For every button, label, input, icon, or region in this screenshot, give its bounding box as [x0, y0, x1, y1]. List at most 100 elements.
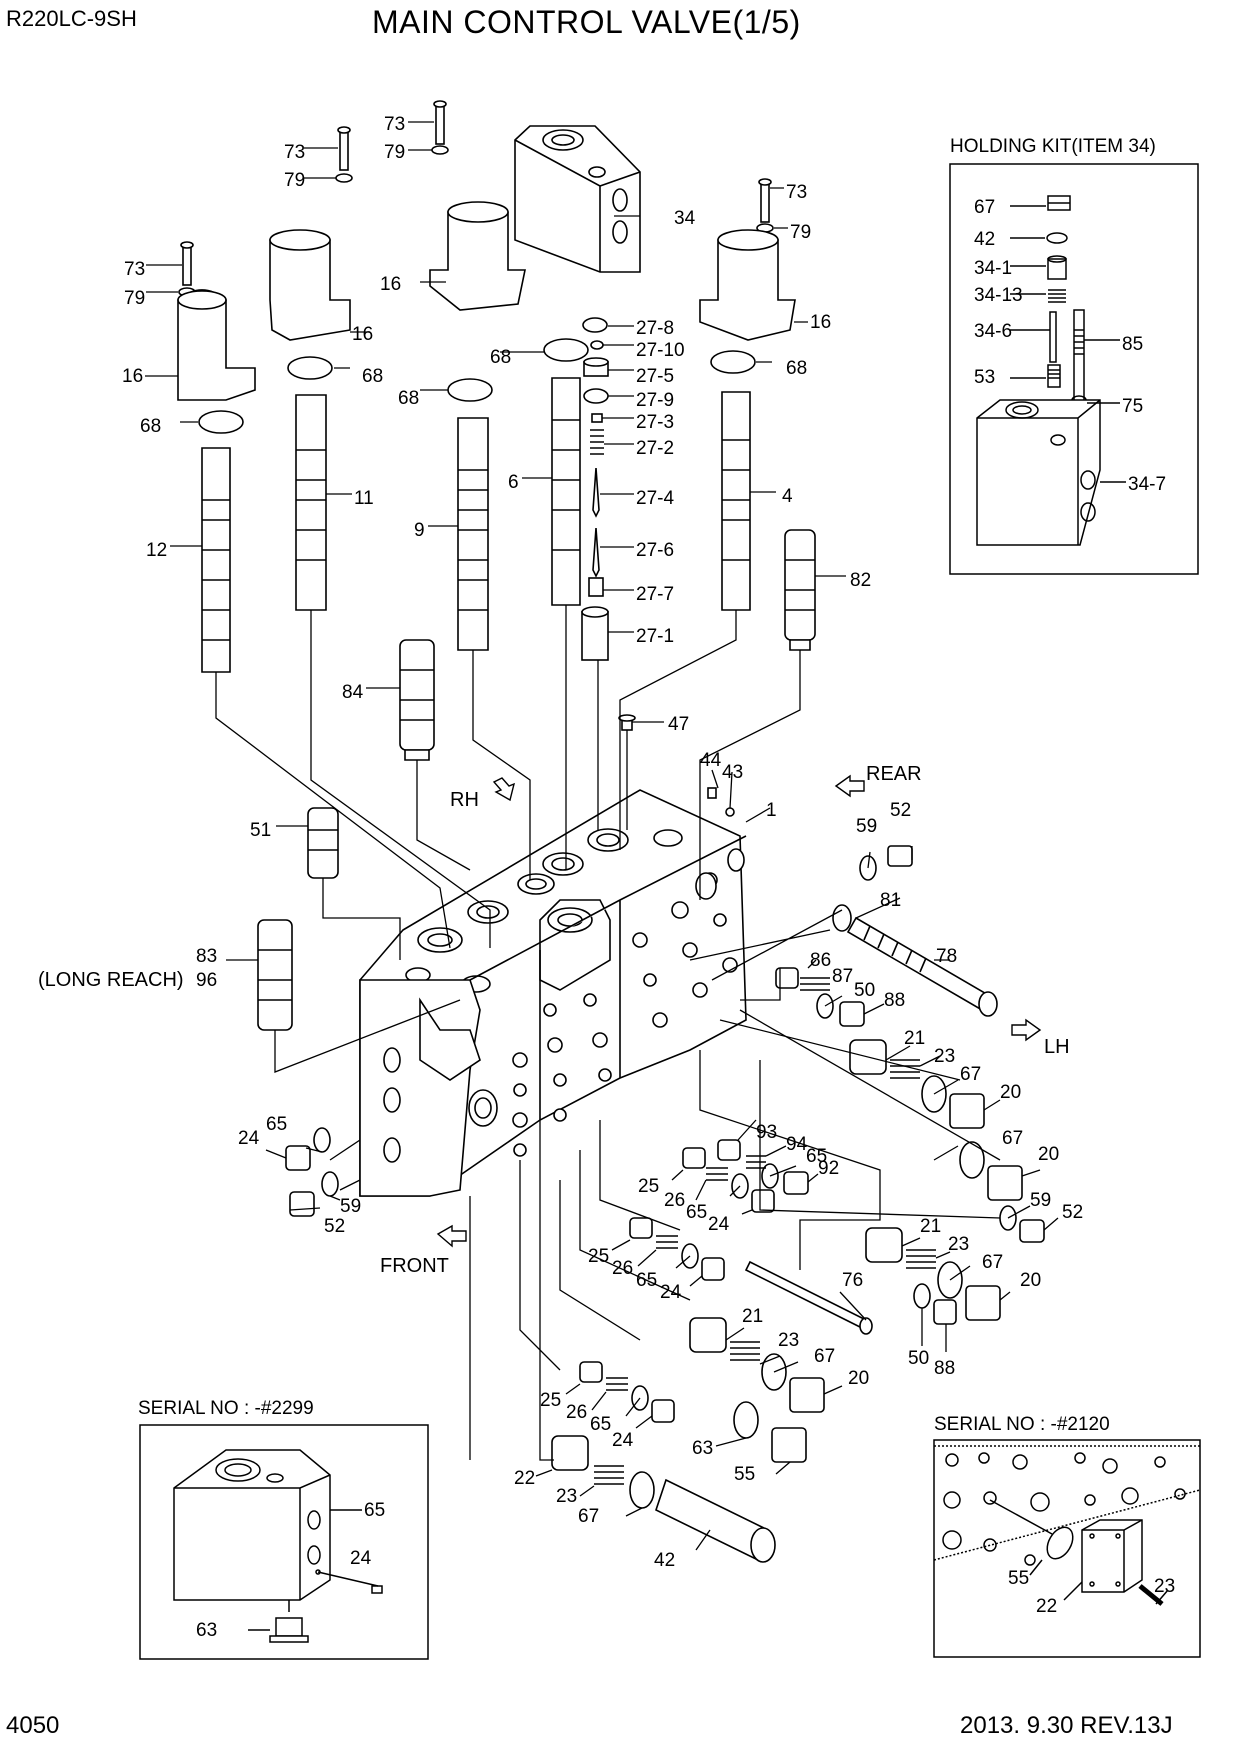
part-label: 4: [782, 486, 793, 507]
part-label: 68: [362, 366, 383, 387]
part-label: 27-8: [636, 318, 674, 339]
part-label: 93: [756, 1122, 777, 1143]
part-label: 44: [700, 750, 722, 771]
part-label: 16: [810, 312, 831, 333]
part-label: 76: [842, 1270, 863, 1291]
part-label: 50: [854, 980, 875, 1001]
part-label: 82: [850, 570, 871, 591]
part-label: 68: [398, 388, 419, 409]
part-label: 75: [1122, 396, 1143, 417]
part-label: 24: [660, 1282, 682, 1303]
part-label: 34-13: [974, 285, 1023, 306]
part-label: 73: [384, 114, 405, 135]
part-label: 83: [196, 946, 217, 967]
part-label: 65: [590, 1414, 611, 1435]
part-label: 22: [514, 1468, 535, 1489]
part-label: 55: [734, 1464, 755, 1485]
part-label: 27-6: [636, 540, 674, 561]
part-label: 81: [880, 890, 901, 911]
part-label: 27-1: [636, 626, 674, 647]
part-label: 34: [674, 208, 696, 229]
part-label: 12: [146, 540, 167, 561]
part-label: 68: [786, 358, 807, 379]
side-parts: [285, 845, 1045, 1563]
holding-kit-box: [949, 163, 1199, 575]
part-label: 1: [766, 800, 777, 821]
part-label: 27-3: [636, 412, 674, 433]
part-label: 16: [352, 324, 373, 345]
part-label: 26: [664, 1190, 685, 1211]
part-label: 67: [814, 1346, 835, 1367]
part-label: 20: [848, 1368, 869, 1389]
part-label: 88: [934, 1358, 955, 1379]
part-label: 25: [588, 1246, 609, 1267]
part-label: 22: [1036, 1596, 1057, 1617]
part-label: 21: [742, 1306, 763, 1327]
part-label: 47: [668, 714, 689, 735]
part-label: 65: [686, 1202, 707, 1223]
part-label: 59: [340, 1196, 361, 1217]
part-label: 9: [414, 520, 425, 541]
part-label: 59: [856, 816, 877, 837]
revision-date: 2013. 9.30 REV.13J: [960, 1712, 1173, 1739]
part-label: 34-7: [1128, 474, 1166, 495]
part-label: 53: [974, 367, 995, 388]
part-label: 79: [790, 222, 811, 243]
part-label: 52: [1062, 1202, 1083, 1223]
part-label: 79: [284, 170, 305, 191]
part-label: 63: [692, 1438, 713, 1459]
part-label: 24: [612, 1430, 634, 1451]
part-label: 21: [904, 1028, 925, 1049]
part-label: 27-10: [636, 340, 685, 361]
part-label: 21: [920, 1216, 941, 1237]
part-label: 24: [708, 1214, 730, 1235]
serial-right-title: SERIAL NO : -#2120: [934, 1414, 1110, 1435]
serial-left-title: SERIAL NO : -#2299: [138, 1398, 314, 1419]
part-label: 23: [1154, 1576, 1175, 1597]
part-label: 73: [284, 142, 305, 163]
part-label: 67: [1002, 1128, 1023, 1149]
long-reach-label: (LONG REACH): [38, 969, 184, 991]
part-label: 73: [786, 182, 807, 203]
part-label: 79: [124, 288, 145, 309]
part-label: 23: [778, 1330, 799, 1351]
part-label: 20: [1000, 1082, 1021, 1103]
part-label: 27-5: [636, 366, 674, 387]
part-label: 42: [974, 229, 995, 250]
rh-arrow-icon: [492, 777, 516, 802]
part-label: 86: [810, 950, 831, 971]
front-arrow-icon: [436, 1224, 467, 1248]
part-label: 27-7: [636, 584, 674, 605]
part-label: 65: [806, 1146, 827, 1167]
part-label: 20: [1038, 1144, 1059, 1165]
lh-arrow-icon: [1011, 1018, 1042, 1042]
part-label: 16: [122, 366, 143, 387]
part-label: 23: [934, 1046, 955, 1067]
part-label: 25: [638, 1176, 659, 1197]
serial-box-right: [933, 1439, 1201, 1658]
leader-lines: [145, 121, 1059, 1551]
direction-rh: RH: [450, 789, 479, 811]
part-label: 6: [508, 472, 519, 493]
part-label: 43: [722, 762, 743, 783]
direction-rear: REAR: [866, 763, 922, 785]
page-title: MAIN CONTROL VALVE(1/5): [372, 4, 801, 40]
serial-box-left: [139, 1424, 429, 1660]
part-label: 94: [786, 1134, 808, 1155]
part-label: 24: [350, 1548, 372, 1569]
holding-kit-title: HOLDING KIT(ITEM 34): [950, 136, 1156, 157]
part-label: 55: [1008, 1568, 1029, 1589]
part-label: 68: [140, 416, 161, 437]
rear-arrow-icon: [834, 774, 865, 798]
part-label: 87: [832, 966, 853, 987]
part-label: 23: [948, 1234, 969, 1255]
part-label: 52: [324, 1216, 345, 1237]
holding-kit-labels: 67 42 34-1 34-13 34-6 85 53 75 34-7: [974, 197, 1166, 495]
part-label: 24: [238, 1128, 260, 1149]
part-label: 96: [196, 970, 217, 991]
part-label: 59: [1030, 1190, 1051, 1211]
part-label: 73: [124, 259, 145, 280]
part-label: 65: [266, 1114, 287, 1135]
